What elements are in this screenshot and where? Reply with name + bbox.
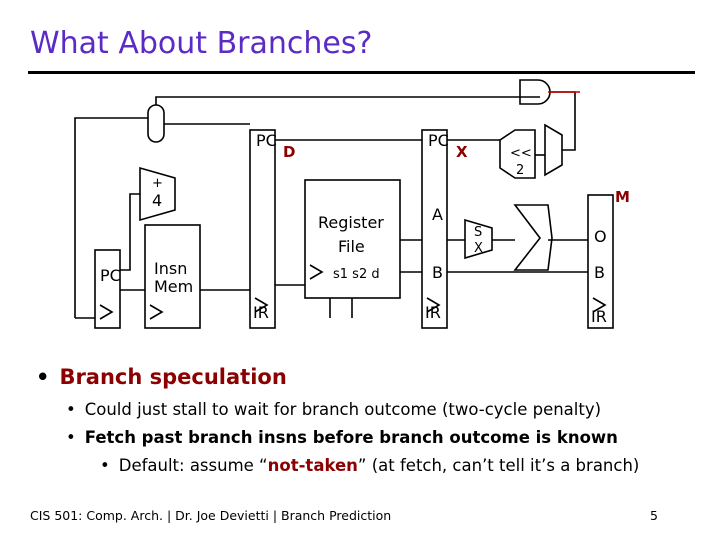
title-rule [28,71,695,74]
pc-label-execute: PC [428,131,449,150]
register-file-label-2: File [338,237,365,256]
pc-mux [147,104,165,143]
latch-o-label: O [594,227,607,246]
bullet-branch-speculation: • Branch speculation [36,365,287,389]
bullet-text: Fetch past branch insns before branch ou… [84,428,618,447]
shift-adder [499,129,536,179]
stage-label-x: X [456,143,468,161]
target-mux [544,123,563,177]
ir-memory-label: IR [591,307,607,326]
not-taken-emphasis: not-taken [267,456,358,475]
latch-a-label: A [432,205,443,224]
bullet-marker: • [100,456,110,475]
bullet-text-post: ” (at fetch, can’t tell it’s a branch) [357,456,640,475]
bullet-text: Branch speculation [59,365,287,389]
ir-decode-label: IR [253,303,269,322]
insn-mem-label-1: Insn [154,259,187,278]
bullet-text-pre: Default: assume “ [118,456,268,475]
bullet-stall: • Could just stall to wait for branch out… [66,400,601,419]
pc-register [94,249,121,329]
footer-text: CIS 501: Comp. Arch. | Dr. Joe Devietti … [30,508,392,523]
pc-adder [139,166,176,222]
sign-extend [464,218,493,260]
pc-label-fetch: PC [100,266,121,285]
insn-mem-label-2: Mem [154,277,193,296]
page-number: 5 [650,508,658,523]
bullet-marker: • [66,428,76,447]
stage-label-d: D [283,143,295,161]
pipeline-diagram: PC D PC X M << 2 + 4 PC Insn Mem Registe… [74,79,630,329]
register-file-label-1: Register [318,213,384,232]
insn-mem-box [144,224,201,329]
branch-and-gate [519,79,551,105]
bullet-text: Could just stall to wait for branch outc… [84,400,602,419]
xm-latch [587,194,614,329]
stage-label-m: M [615,188,630,206]
alu [513,204,553,271]
wire-target-loop [74,117,148,318]
fd-latch [249,129,276,329]
shift-label-bottom: 2 [516,163,524,178]
pc-label-decode: PC [256,131,277,150]
sign-extend-x-label: X [474,241,483,256]
register-ports-label: s1 s2 d [333,267,380,282]
sign-extend-s-label: S [474,225,482,240]
bullet-marker: • [36,365,50,389]
wire-pc-loop [155,96,540,105]
adder-four-label: 4 [152,191,162,210]
bullet-fetch-past: • Fetch past branch insns before branch o… [66,428,618,447]
adder-plus-label: + [152,176,163,191]
ir-execute-label: IR [425,303,441,322]
bullet-marker: • [66,400,76,419]
latch-b-execute-label: B [432,263,443,282]
shift-label-top: << [510,146,532,161]
dx-latch [421,129,448,329]
bullet-default-not-taken: • Default: assume “not-taken” (at fetch, … [100,456,639,475]
latch-b-memory-label: B [594,263,605,282]
slide-title: What About Branches? [30,26,373,61]
